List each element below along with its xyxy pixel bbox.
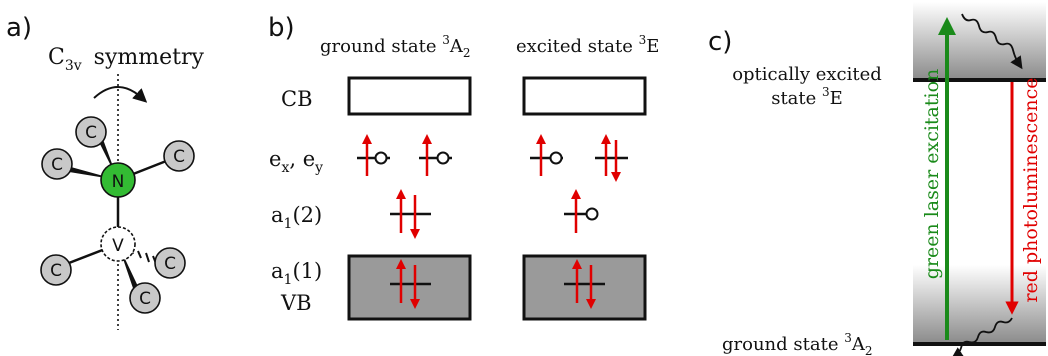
ground-state-header: ground state 3A2 — [320, 33, 470, 60]
svg-text:C: C — [139, 289, 151, 309]
panel-a-label: a) — [6, 13, 32, 43]
vacancy-site: V — [100, 226, 136, 262]
excited-band — [913, 2, 1046, 80]
cb-box-ground — [347, 76, 472, 116]
relaxation-wavy-arrow-bottom — [950, 317, 1013, 356]
svg-text:C: C — [85, 123, 97, 143]
red-pl-label: red photoluminescence — [1020, 77, 1042, 302]
carbon-atom-lower-left: C — [40, 254, 72, 286]
panel-c-label: c) — [708, 27, 732, 57]
cb-box-excited — [522, 76, 647, 116]
hole-icon — [436, 151, 450, 165]
rotation-arrow-icon — [93, 86, 148, 103]
row-label-a1-1: a1(1) — [271, 259, 322, 288]
svg-text:C: C — [173, 147, 185, 167]
carbon-atom-lower-right: C — [154, 247, 186, 279]
excited-state-label-line1: optically excited — [732, 64, 882, 85]
vb-box-ground — [347, 254, 472, 321]
relaxation-wavy-arrow-top — [961, 13, 1023, 70]
row-label-a1-2: a1(2) — [271, 203, 322, 232]
ground-state-label: ground state 3A2 — [722, 331, 872, 356]
svg-text:N: N — [112, 172, 125, 192]
ground-band — [913, 265, 1046, 344]
svg-text:C: C — [51, 155, 63, 175]
hole-icon — [585, 207, 599, 221]
svg-text:C: C — [50, 261, 62, 281]
carbon-atom-top: C — [75, 116, 107, 148]
panel-c: c) optically excited state 3E ground sta… — [708, 2, 1046, 356]
row-label-e: ex, ey — [269, 147, 323, 176]
hole-icon — [374, 151, 388, 165]
carbon-atom-left: C — [41, 148, 73, 180]
carbon-atom-right: C — [163, 140, 195, 172]
svg-text:C: C — [164, 254, 176, 274]
panel-b: b) ground state 3A2 excited state 3E CB … — [268, 13, 659, 321]
panel-b-label: b) — [268, 13, 295, 43]
svg-text:V: V — [112, 236, 124, 256]
nitrogen-atom: N — [100, 162, 136, 198]
row-label-vb: VB — [280, 291, 312, 315]
excited-state-label-line2: state 3E — [771, 85, 843, 109]
excited-state-header: excited state 3E — [516, 33, 659, 57]
green-laser-label: green laser excitation — [921, 69, 943, 280]
hole-icon — [549, 151, 563, 165]
carbon-atom-bottom: C — [129, 282, 161, 314]
row-label-cb: CB — [281, 87, 313, 111]
vb-box-excited — [522, 254, 647, 321]
